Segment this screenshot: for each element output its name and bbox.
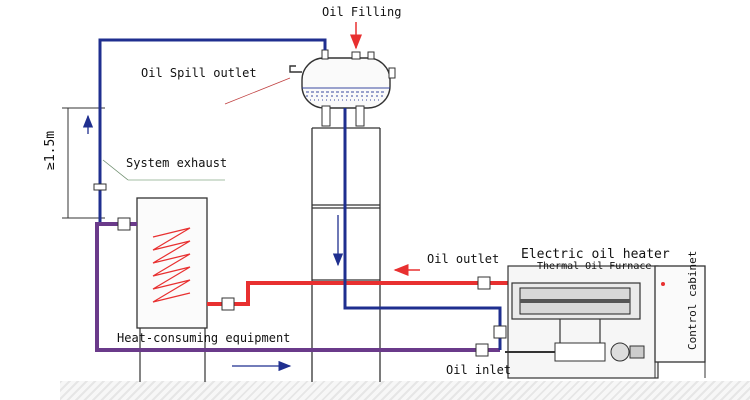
supply-valve-right: [477, 276, 491, 290]
electric-oil-heater-label: Electric oil heater: [521, 247, 670, 262]
height-dimension-label: ≥1.5m: [43, 130, 58, 170]
heating-coil: [152, 227, 191, 303]
ground-hatching: [60, 381, 750, 400]
expansion-tank: [289, 49, 396, 127]
heat-consuming-equipment-label: Heat-consuming equipment: [117, 331, 291, 345]
tank-return-drop-line: [343, 108, 502, 350]
heat-consuming-equipment-box: [136, 197, 208, 382]
oil-spill-pointer: [224, 77, 291, 105]
height-dimension: [62, 107, 105, 219]
oil-outlet-label: Oil outlet: [427, 252, 500, 266]
electric-oil-heater-unit: [505, 265, 659, 379]
vent-line: [98, 38, 327, 224]
system-exhaust-pointer: [102, 159, 129, 181]
thermal-oil-furnace-label: Thermal Oil Furnace: [537, 261, 652, 272]
inlet-valve: [493, 325, 507, 339]
control-cabinet-label: Control cabinet: [686, 250, 699, 350]
return-line: [95, 222, 500, 352]
oil-spill-outlet-label: Oil Spill outlet: [141, 66, 257, 80]
oil-filling-label: Oil Filling: [322, 5, 402, 19]
oil-inlet-label: Oil inlet: [446, 363, 512, 377]
exhaust-valve: [93, 183, 107, 191]
return-valve-top: [117, 217, 131, 231]
return-valve-bottom: [475, 343, 489, 357]
circulation-pump-icon: [610, 342, 630, 362]
control-cabinet: [654, 265, 706, 378]
supply-valve-left: [221, 297, 235, 311]
system-exhaust-label: System exhaust: [126, 156, 228, 170]
